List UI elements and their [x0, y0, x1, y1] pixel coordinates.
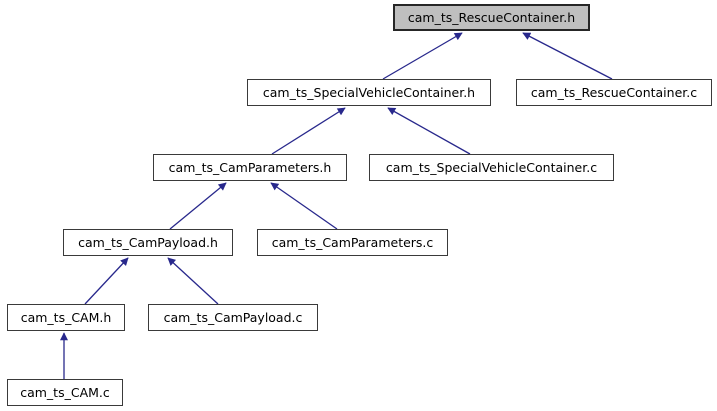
node-cam-ts-cam-c[interactable]: cam_ts_CAM.c — [7, 379, 123, 406]
node-cam-ts-rescuecontainer-c[interactable]: cam_ts_RescueContainer.c — [516, 79, 712, 106]
edge-camparameters-c-to-camparameters-h — [270, 182, 338, 230]
edge-campayload-c-to-campayload-h — [167, 257, 219, 305]
node-cam-ts-rescuecontainer-h: cam_ts_RescueContainer.h — [393, 4, 590, 31]
node-cam-ts-campayload-h[interactable]: cam_ts_CamPayload.h — [63, 229, 233, 256]
node-cam-ts-specialvehiclecontainer-c[interactable]: cam_ts_SpecialVehicleContainer.c — [369, 154, 614, 181]
node-cam-ts-campayload-c[interactable]: cam_ts_CamPayload.c — [148, 304, 318, 331]
edge-cam-h-to-campayload-h — [84, 257, 129, 305]
edge-rescuecontainer-c-to-rescuecontainer-h — [522, 32, 613, 80]
edge-specialvehiclecontainer-c-to-specialvehiclecontainer-h — [387, 107, 471, 155]
edge-campayload-h-to-camparameters-h — [169, 182, 227, 230]
node-cam-ts-specialvehiclecontainer-h[interactable]: cam_ts_SpecialVehicleContainer.h — [247, 79, 491, 106]
node-cam-ts-camparameters-h[interactable]: cam_ts_CamParameters.h — [153, 154, 347, 181]
edge-specialvehiclecontainer-h-to-rescuecontainer-h — [382, 32, 463, 80]
node-cam-ts-cam-h[interactable]: cam_ts_CAM.h — [7, 304, 125, 331]
edge-camparameters-h-to-specialvehiclecontainer-h — [271, 107, 346, 155]
node-cam-ts-camparameters-c[interactable]: cam_ts_CamParameters.c — [257, 229, 448, 256]
